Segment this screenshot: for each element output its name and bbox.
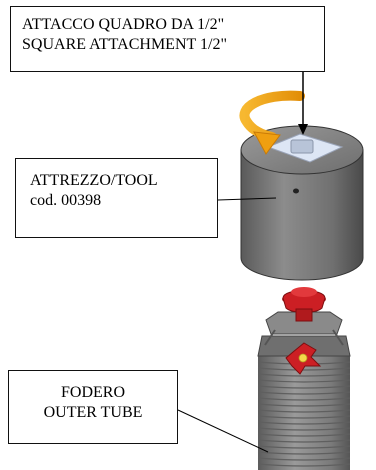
tube-rib [257,373,351,377]
tube-rib [257,457,351,461]
tool-label-line2: cod. 00398 [30,192,102,209]
tube-rib [257,427,351,431]
tube-rib [257,367,351,371]
tube-rib [257,421,351,425]
down-arrow-icon [298,72,308,135]
outer-tube-label-line1: FODERO [60,384,125,401]
tube-rib [257,451,351,455]
attachment-label-line2: SQUARE ATTACHMENT 1/2" [22,36,227,53]
tube-rib [257,445,351,449]
tool-leader-line [217,197,277,201]
square-attachment-socket [266,133,344,163]
red-valve [285,342,322,375]
red-cap [282,287,326,322]
outer-tube-label-line2: OUTER TUBE [43,404,143,421]
tube-rib [257,463,351,467]
attachment-label-line1: ATTACCO QUADRO DA 1/2" [22,16,225,33]
tube-rib [257,397,351,401]
tube-leader-line [177,409,269,453]
tool-label-box: ATTREZZO/TOOL cod. 00398 [15,158,218,238]
outer-tube-label-box: FODERO OUTER TUBE [8,370,178,444]
tube-rib [257,439,351,443]
tube-rib [257,379,351,383]
outer-tube [257,311,351,470]
tube-rib [257,409,351,413]
attachment-label-box: ATTACCO QUADRO DA 1/2" SQUARE ATTACHMENT… [10,6,325,72]
tube-rib [257,391,351,395]
curved-rotation-arrow-icon [239,90,305,155]
tube-rib [257,403,351,407]
tube-rib [257,415,351,419]
tool-label-line1: ATTREZZO/TOOL [30,172,158,189]
tube-rib [257,385,351,389]
tube-rib [257,433,351,437]
